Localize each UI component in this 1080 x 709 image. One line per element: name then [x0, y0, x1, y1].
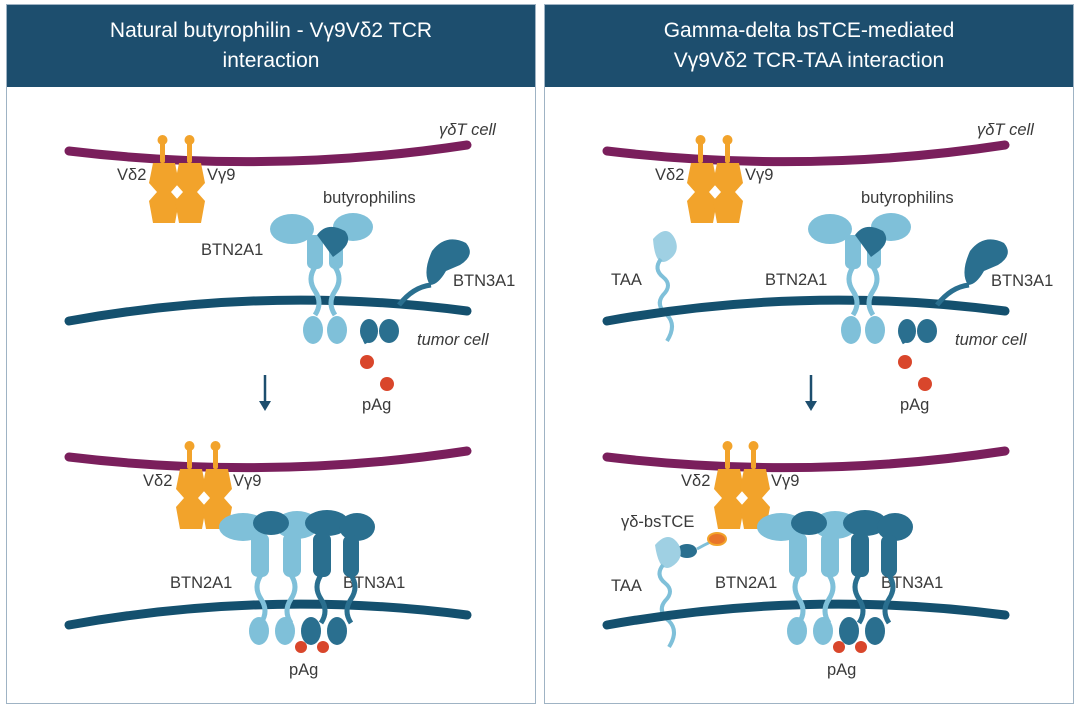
- btn2a1-label: BTN2A1: [715, 574, 777, 592]
- btn3a1-molecule: [855, 226, 1008, 345]
- butyrophilins-label: butyrophilins: [323, 189, 416, 207]
- vg9-vd2-tcr: [714, 441, 770, 529]
- vd2-label: Vδ2: [117, 166, 146, 184]
- vg9-label: Vγ9: [233, 472, 261, 490]
- vg9-label: Vγ9: [207, 166, 235, 184]
- btn3a1-molecule: [253, 510, 375, 645]
- gd-t-cell-membrane: [602, 140, 1010, 167]
- diagram-natural: γδT cell Vδ2 Vγ9 butyrophilins BTN2A1 BT…: [64, 121, 515, 679]
- btn2a1-label: BTN2A1: [201, 241, 263, 259]
- pag-label: pAg: [900, 396, 929, 414]
- butyrophilin-complex: [270, 213, 470, 345]
- gd-t-cell-label: γδT cell: [977, 121, 1035, 139]
- tumor-cell-membrane: [64, 599, 472, 630]
- pag-molecules: [295, 641, 329, 653]
- vg9-label: Vγ9: [771, 472, 799, 490]
- btn3a1-label: BTN3A1: [991, 272, 1053, 290]
- panel-header: Natural butyrophilin - Vγ9Vδ2 TCR intera…: [7, 5, 535, 87]
- taa-label: TAA: [611, 271, 642, 289]
- btn2a1-label: BTN2A1: [170, 574, 232, 592]
- vd2-label: Vδ2: [681, 472, 710, 490]
- down-arrow: [259, 375, 271, 411]
- btn3a1-label: BTN3A1: [881, 574, 943, 592]
- butyrophilin-complex: [808, 213, 1008, 345]
- tumor-cell-label: tumor cell: [417, 331, 490, 349]
- pag-molecules: [360, 355, 394, 391]
- vg9-vd2-tcr: [176, 441, 232, 529]
- vg9-label: Vγ9: [745, 166, 773, 184]
- tumor-cell-membrane: [602, 599, 1010, 630]
- taa-label: TAA: [611, 577, 642, 595]
- pag-molecules: [898, 355, 932, 391]
- pag-label: pAg: [827, 661, 856, 679]
- gd-t-cell-label: γδT cell: [439, 121, 497, 139]
- vg9-vd2-tcr: [687, 135, 743, 223]
- gd-t-cell-membrane: [64, 140, 472, 167]
- btn3a1-molecule: [791, 510, 913, 645]
- butyrophilins-label: butyrophilins: [861, 189, 954, 207]
- tumor-cell-membrane: [64, 295, 472, 326]
- butyrophilin-complex: [219, 510, 375, 645]
- panel-title-line-1: Gamma-delta bsTCE-mediated: [663, 19, 955, 42]
- tumor-cell-membrane: [602, 295, 1010, 326]
- panel-natural-interaction: Natural butyrophilin - Vγ9Vδ2 TCR intera…: [6, 4, 536, 704]
- btn3a1-molecule: [317, 226, 470, 345]
- btn2a1-label: BTN2A1: [765, 271, 827, 289]
- btn3a1-label: BTN3A1: [343, 574, 405, 592]
- diagram-bstce: γδT cell Vδ2 Vγ9 butyrophilins TAA BTN2A…: [602, 121, 1053, 679]
- btn3a1-label: BTN3A1: [453, 272, 515, 290]
- gd-t-cell-membrane: [64, 446, 472, 473]
- panel-title-line-1: Natural butyrophilin - Vγ9Vδ2 TCR: [109, 19, 433, 42]
- tumor-cell-label: tumor cell: [955, 331, 1028, 349]
- vg9-vd2-tcr: [149, 135, 205, 223]
- panel-title-line-2: Vγ9Vδ2 TCR-TAA interaction: [673, 49, 945, 72]
- bstce-molecule: [677, 532, 727, 558]
- gd-t-cell-membrane: [602, 446, 1010, 473]
- butyrophilin-complex: [757, 510, 913, 645]
- panel-title-line-2: interaction: [222, 49, 320, 72]
- bstce-label: γδ-bsTCE: [621, 513, 694, 531]
- pag-molecules: [833, 641, 867, 653]
- panel-header: Gamma-delta bsTCE-mediated Vγ9Vδ2 TCR-TA…: [545, 5, 1073, 87]
- down-arrow: [805, 375, 817, 411]
- pag-label: pAg: [289, 661, 318, 679]
- pag-label: pAg: [362, 396, 391, 414]
- panel-bstce-interaction: Gamma-delta bsTCE-mediated Vγ9Vδ2 TCR-TA…: [544, 4, 1074, 704]
- taa-molecule: [653, 231, 677, 343]
- vd2-label: Vδ2: [143, 472, 172, 490]
- vd2-label: Vδ2: [655, 166, 684, 184]
- taa-molecule: [655, 537, 681, 649]
